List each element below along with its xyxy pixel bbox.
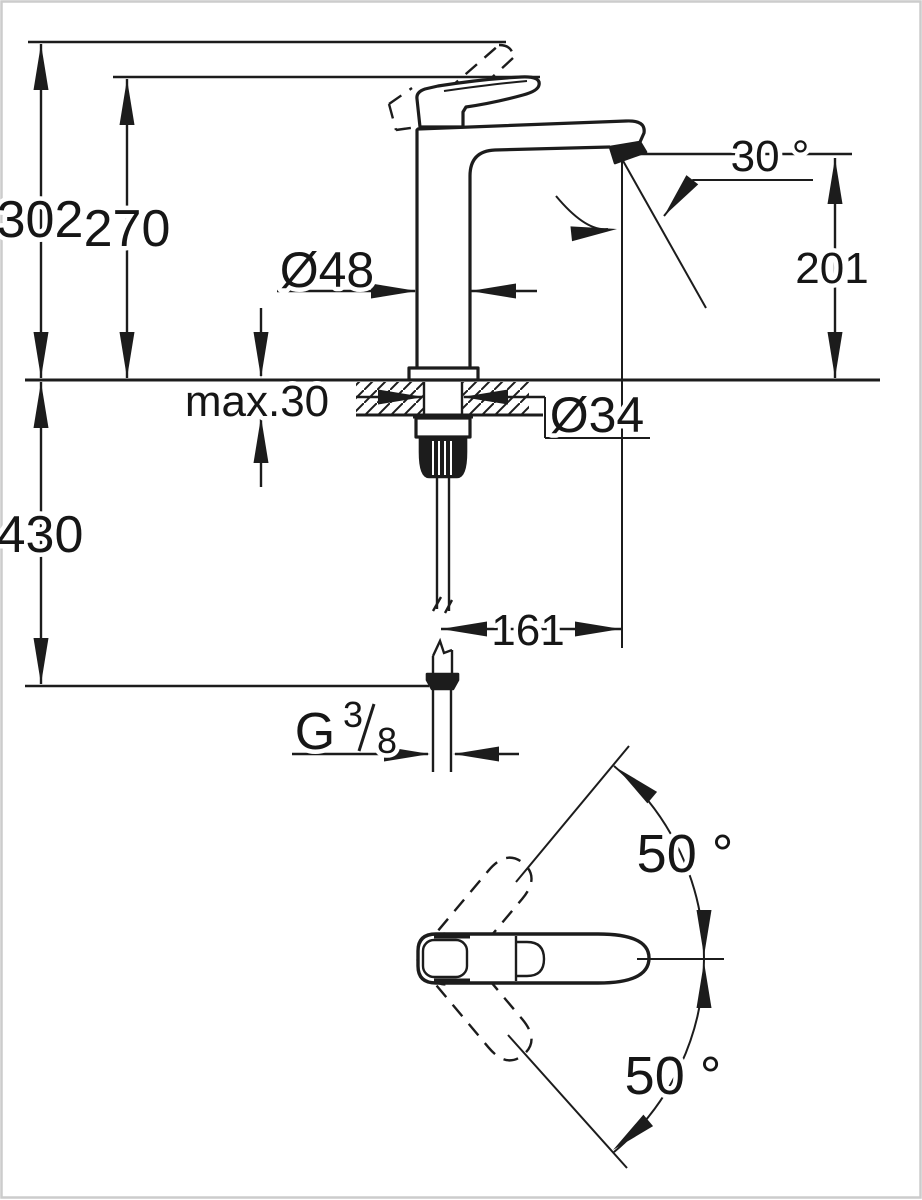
overall-height-label: 302: [0, 191, 83, 249]
dim-thread-size: [292, 703, 519, 762]
dimension-labels: 302 270 430 Ø48 max.30 Ø34 30 ° 201 161 …: [0, 128, 873, 1111]
spout-angle-annotation: [555, 158, 813, 309]
swing-upper-label: 50 °: [637, 824, 734, 884]
faucet-front-view: [387, 43, 648, 772]
mounting-hardware: [413, 415, 473, 772]
handle-top-view: [416, 745, 724, 1169]
handle-plan-outline: [416, 932, 651, 985]
base-plate: [407, 366, 480, 382]
handle-cap-inner: [421, 938, 469, 979]
dim-spout-reach: [441, 621, 621, 637]
swing-lower-label: 50 °: [625, 1046, 722, 1106]
dim-deck-thickness: [253, 308, 269, 487]
spout-reach-label: 161: [491, 606, 564, 655]
body-diameter-label: Ø48: [280, 242, 375, 298]
dim-body-diameter: [277, 283, 537, 299]
dim-spout-height: [827, 158, 843, 378]
thread-denominator-label: 8: [377, 720, 397, 761]
dim-hole-diameter: [356, 389, 650, 439]
swing-angle-construction: [507, 745, 712, 1169]
faucet-body: [415, 119, 646, 368]
hole-diameter-label: Ø34: [550, 387, 645, 443]
dim-overall-height: [33, 44, 49, 378]
spout-angle-label: 30 °: [731, 132, 810, 181]
hose-length-label: 430: [0, 506, 83, 564]
dim-handle-height: [119, 79, 135, 378]
lever-handle: [415, 75, 541, 129]
handle-height-label: 270: [84, 200, 171, 258]
spout-height-label: 201: [795, 244, 868, 293]
thread-fraction-slash: [357, 703, 376, 752]
spout-aerator: [608, 140, 648, 165]
thread-numerator-label: 3: [343, 694, 363, 735]
deck-thickness-label: max.30: [185, 377, 329, 426]
thread-letter-label: G: [295, 703, 335, 761]
dim-hose-length: [33, 382, 49, 684]
